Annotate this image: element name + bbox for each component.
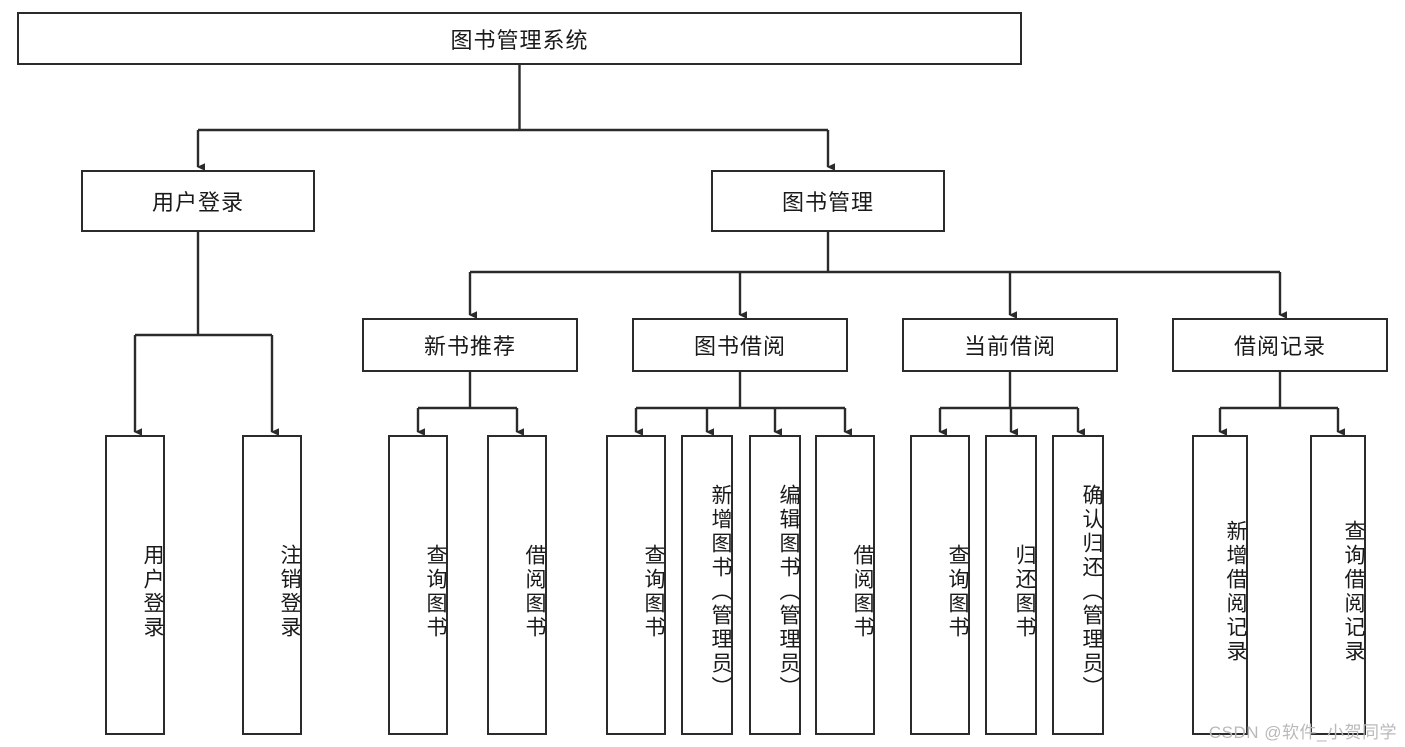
node-编辑图书管理员[interactable]: 编辑图书（管理员）	[749, 435, 801, 735]
node-label: 图书借阅	[693, 334, 786, 359]
node-label: 借阅图书	[851, 544, 874, 640]
node-借阅图书[interactable]: 借阅图书	[815, 435, 875, 735]
node-label: 新增借阅记录	[1224, 520, 1247, 664]
node-用户登录[interactable]: 用户登录	[105, 435, 165, 735]
node-label: 借阅图书	[523, 544, 546, 640]
node-借阅记录[interactable]: 借阅记录	[1172, 318, 1388, 372]
node-借阅图书[interactable]: 借阅图书	[487, 435, 547, 735]
node-查询图书[interactable]: 查询图书	[910, 435, 970, 735]
node-新增图书管理员[interactable]: 新增图书（管理员）	[681, 435, 733, 735]
node-图书管理[interactable]: 图书管理	[711, 170, 945, 232]
node-查询图书[interactable]: 查询图书	[388, 435, 448, 735]
node-查询借阅记录[interactable]: 查询借阅记录	[1310, 435, 1366, 735]
node-label: 新增图书（管理员）	[709, 484, 732, 700]
node-确认归还管理员[interactable]: 确认归还（管理员）	[1052, 435, 1104, 735]
node-label: 查询图书	[946, 544, 969, 640]
node-label: 新书推荐	[423, 334, 516, 359]
node-归还图书[interactable]: 归还图书	[985, 435, 1037, 735]
node-label: 归还图书	[1013, 544, 1036, 640]
node-label: 用户登录	[141, 544, 164, 640]
node-label: 图书管理	[781, 190, 874, 215]
node-label: 注销登录	[278, 544, 301, 640]
node-新书推荐[interactable]: 新书推荐	[362, 318, 578, 372]
csdn-watermark: CSDN @软件_小贺同学	[1208, 723, 1397, 742]
node-图书借阅[interactable]: 图书借阅	[632, 318, 848, 372]
node-label: 用户登录	[151, 190, 244, 215]
node-label: 图书管理系统	[450, 27, 589, 53]
node-label: 查询借阅记录	[1342, 520, 1365, 664]
node-label: 查询图书	[424, 544, 447, 640]
node-新增借阅记录[interactable]: 新增借阅记录	[1192, 435, 1248, 735]
node-注销登录[interactable]: 注销登录	[242, 435, 302, 735]
node-label: 借阅记录	[1233, 334, 1326, 359]
node-当前借阅[interactable]: 当前借阅	[902, 318, 1118, 372]
node-label: 确认归还（管理员）	[1080, 484, 1103, 700]
node-查询图书[interactable]: 查询图书	[606, 435, 666, 735]
node-label: 当前借阅	[963, 334, 1056, 359]
node-label: 查询图书	[642, 544, 665, 640]
node-用户登录[interactable]: 用户登录	[81, 170, 315, 232]
node-图书管理系统[interactable]: 图书管理系统	[17, 12, 1022, 65]
node-label: 编辑图书（管理员）	[777, 484, 800, 700]
